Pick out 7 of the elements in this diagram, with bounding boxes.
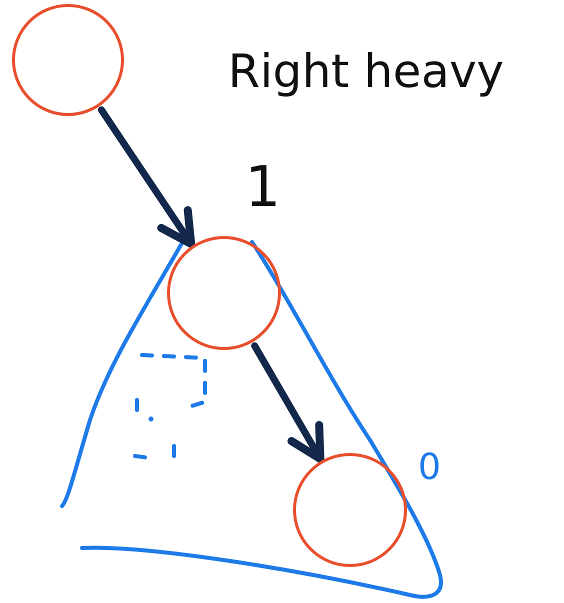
handwritten-label: 1 [245,160,281,216]
handwritten-label: 0 [418,450,441,486]
node-circle [167,236,281,350]
arrow [251,342,324,463]
arrow [98,106,196,248]
node-circle [293,453,407,567]
node-circle [12,4,124,116]
